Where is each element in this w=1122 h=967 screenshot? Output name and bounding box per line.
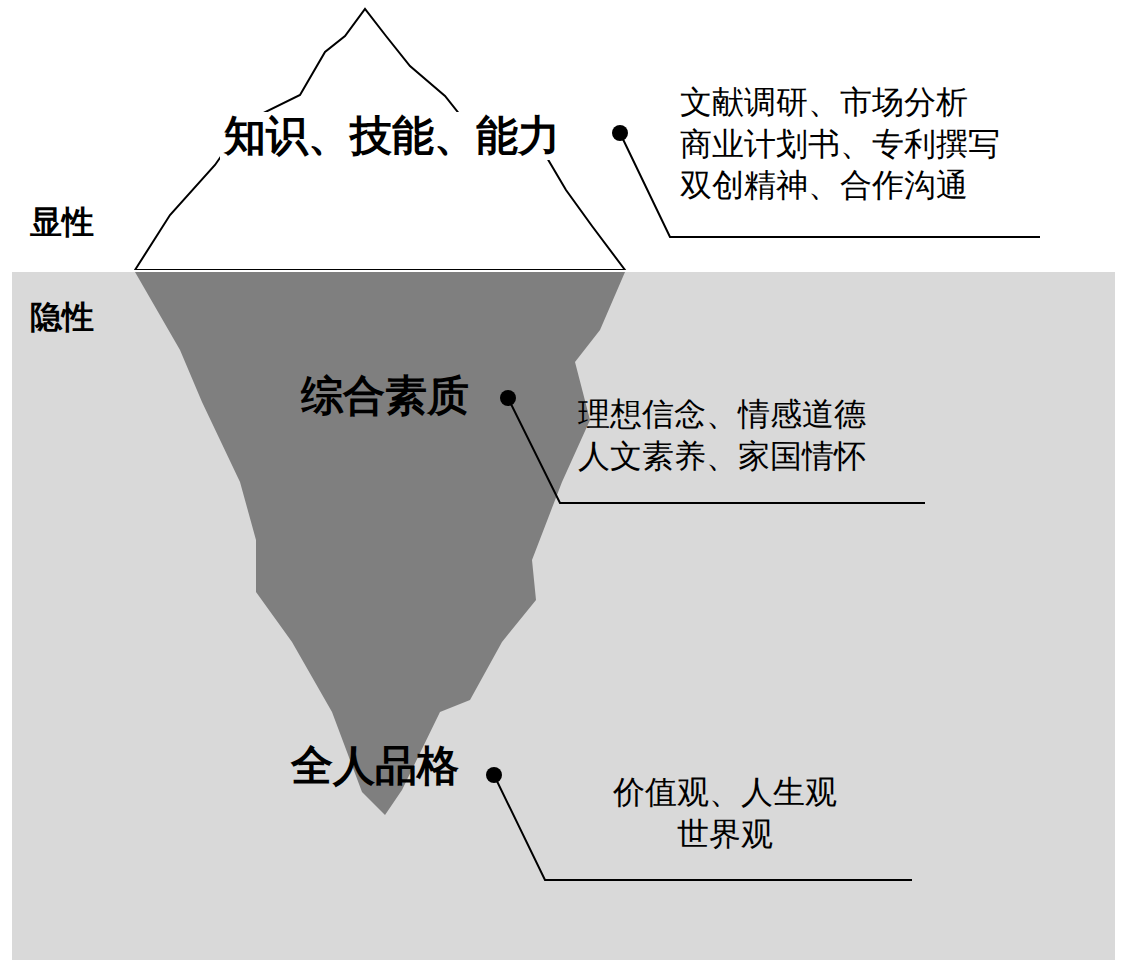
callout-text: 价值观、人生观 世界观 (585, 772, 865, 855)
waterline (12, 270, 1115, 272)
leader-dot (486, 767, 502, 783)
callout-text: 理想信念、情感道德 人文素养、家国情怀 (578, 394, 978, 477)
iceberg-submerged (135, 272, 625, 815)
leader-lines (494, 133, 1040, 880)
tier-heading: 综合素质 (297, 372, 473, 420)
iceberg-submerged-region: 综合素质全人品格 (130, 273, 630, 818)
leader-dot (612, 125, 628, 141)
water (12, 270, 1115, 960)
tier-heading: 知识、技能、能力 (220, 112, 564, 160)
leader-dot (500, 390, 516, 406)
visibility-label: 隐性 (30, 298, 94, 336)
tier-heading: 全人品格 (287, 742, 463, 790)
visibility-label: 显性 (30, 203, 94, 241)
iceberg-tip-region: 知识、技能、能力 (130, 5, 630, 273)
callout-text: 文献调研、市场分析 商业计划书、专利撰写 双创精神、合作沟通 (680, 82, 1100, 207)
iceberg-tip (135, 9, 625, 270)
